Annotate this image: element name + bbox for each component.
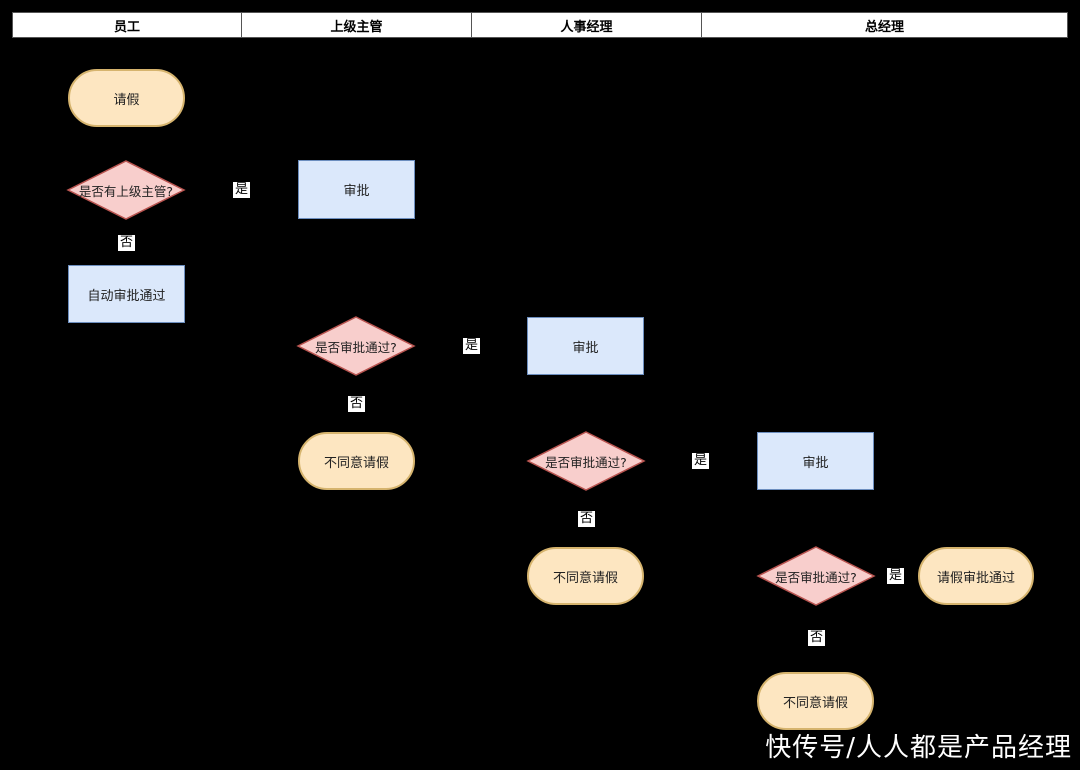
hr-approve-box: 审批 [527,317,644,375]
edge-label-no-hr-reject: 否 [578,511,596,527]
edge-label-no-gm-reject: 否 [808,630,826,646]
decision-has-supervisor-label: 是否有上级主管? [78,183,174,199]
supervisor-approve-box: 审批 [298,160,415,219]
edge-label-yes-accept: 是 [887,568,905,584]
lane-header-general-manager: 总经理 [701,12,1068,38]
watermark-text: 快传号/人人都是产品经理 [765,733,1072,763]
decision-hr-label: 是否审批通过? [545,454,627,470]
edge-label-yes-hr: 是 [463,338,481,354]
decision-gm-label: 是否审批通过? [775,569,857,585]
gm-accept-end: 请假审批通过 [918,547,1034,605]
lane-header-hr-manager: 人事经理 [471,12,702,38]
start-leave-request: 请假 [68,69,185,127]
supervisor-reject-end: 不同意请假 [298,432,415,490]
edge-label-no-supervisor-reject: 否 [348,396,366,412]
edge-label-yes-gm: 是 [692,453,710,469]
decision-supervisor-label: 是否审批通过? [315,339,397,355]
hr-reject-end: 不同意请假 [527,547,644,605]
edge-label-yes-supervisor: 是 [233,182,251,198]
auto-approve-box: 自动审批通过 [68,265,185,323]
lane-header-supervisor: 上级主管 [241,12,472,38]
gm-approve-box: 审批 [757,432,874,490]
edge-label-no-auto: 否 [118,235,136,251]
lane-header-employee: 员工 [12,12,242,38]
gm-reject-end: 不同意请假 [757,672,874,730]
